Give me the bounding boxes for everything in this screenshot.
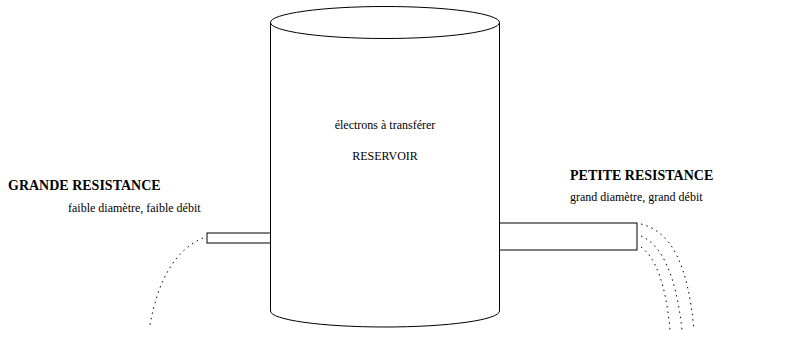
wide-flow	[641, 224, 694, 330]
wide-flow	[641, 247, 670, 330]
pipe-note: faible diamètre, faible débit	[68, 201, 201, 216]
pipe-note: grand diamètre, grand débit	[570, 190, 703, 205]
reservoir-cylinder: électrons à transférerRESERVOIR	[270, 6, 500, 328]
thin-flow	[150, 238, 203, 325]
cylinder-outline	[270, 6, 500, 328]
reservoir-note: électrons à transférer	[270, 118, 500, 133]
resistance-label: GRANDE RESISTANCE	[8, 178, 161, 194]
wide-flow	[641, 236, 682, 330]
thin-pipe	[207, 233, 271, 243]
resistance-label: PETITE RESISTANCE	[570, 168, 713, 184]
reservoir-name: RESERVOIR	[270, 149, 500, 164]
wide-pipe	[499, 223, 637, 250]
